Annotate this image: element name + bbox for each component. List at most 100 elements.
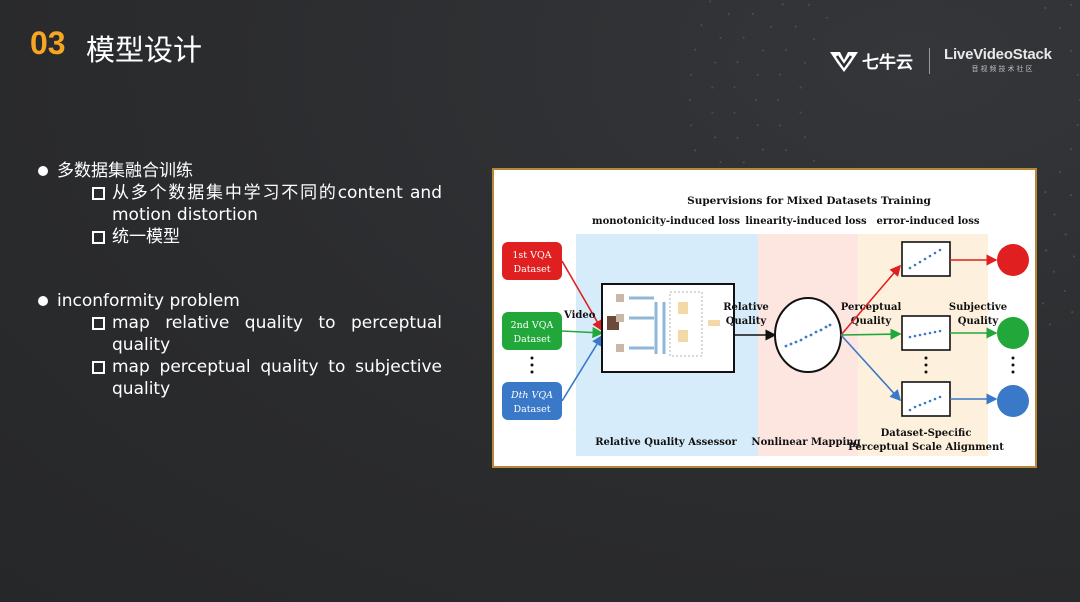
decorative-dot	[825, 16, 828, 19]
square-bullet-icon	[92, 231, 105, 244]
livevideostack-logo: LiveVideoStack	[944, 46, 1052, 63]
decorative-dot	[700, 24, 703, 27]
decorative-dot	[1053, 213, 1056, 216]
livevideostack-subtitle: 音视频技术社区	[971, 65, 1035, 73]
decorative-dot	[1041, 302, 1045, 305]
sub-bullet-text: 从多个数据集中学习不同的content and motion distortio…	[112, 183, 442, 225]
square-bullet-icon	[92, 317, 105, 330]
decorative-dot	[1059, 170, 1062, 173]
decorative-dot	[690, 124, 693, 127]
decorative-dot	[1044, 6, 1047, 9]
sub-bullet-text: map relative quality to perceptual quali…	[112, 313, 442, 355]
decorative-dot	[812, 38, 815, 41]
decorative-dot	[803, 61, 807, 64]
dataset-2-sublabel: Dataset	[513, 334, 550, 345]
sub-bullet-item: 统一模型	[92, 226, 442, 248]
subjective-circle-d	[997, 385, 1029, 417]
decorative-dot	[756, 73, 759, 77]
video-label: Video	[563, 310, 596, 321]
decorative-dot	[761, 148, 764, 151]
decorative-dot	[733, 111, 736, 114]
decorative-dot	[1071, 311, 1074, 314]
assessor-label: Relative Quality Assessor	[595, 437, 737, 448]
decorative-dot	[799, 111, 802, 114]
mixed-datasets-figure: Supervisions for Mixed Datasets Training…	[492, 168, 1037, 468]
decorative-dot	[742, 36, 745, 39]
sub-bullet-item: map relative quality to perceptual quali…	[92, 312, 442, 356]
decorative-dot	[1069, 49, 1073, 52]
decorative-dot	[694, 149, 697, 152]
decorative-dot	[784, 148, 788, 152]
decorative-dot	[736, 136, 739, 139]
qiniu-logo-text: 七牛云	[862, 52, 913, 73]
decorative-dot	[1076, 123, 1079, 127]
decorative-dot	[754, 98, 758, 102]
figure-canvas: Supervisions for Mixed Datasets Training…	[502, 195, 1029, 456]
relative-quality-label: Relative	[723, 302, 769, 313]
decorative-dot	[794, 25, 797, 28]
decorative-dot	[770, 25, 773, 28]
figure-title: Supervisions for Mixed Datasets Training	[687, 195, 931, 207]
decorative-dot	[1045, 249, 1048, 252]
bullet-dot-icon	[38, 166, 48, 176]
decorative-dot	[761, 49, 764, 52]
decorative-dot	[784, 48, 788, 52]
alignment-sublabel: Perceptual Scale Alignment	[848, 442, 1004, 453]
bullet-text: 多数据集融合训练	[57, 161, 193, 181]
decorative-dot	[714, 61, 717, 64]
decorative-dot	[688, 98, 692, 102]
sub-bullet-item: 从多个数据集中学习不同的content and motion distortio…	[92, 182, 442, 226]
dataset-d-box	[502, 382, 562, 420]
bullet-item: 多数据集融合训练	[38, 160, 442, 182]
decorative-dot	[1076, 73, 1079, 77]
decorative-dot	[1048, 323, 1052, 326]
sub-bullet-text: map perceptual quality to subjective qua…	[112, 357, 442, 399]
bullet-dot-icon	[38, 296, 48, 306]
subjective-quality-label: Subjective	[949, 302, 1007, 313]
decorative-dot	[742, 161, 745, 164]
decorative-dot	[719, 160, 722, 164]
nonlinear-mapping-circle	[774, 297, 842, 373]
decorative-dot	[711, 86, 714, 89]
bullet-list: 多数据集融合训练 从多个数据集中学习不同的content and motion …	[38, 160, 442, 400]
decorative-dot	[1069, 3, 1073, 6]
decorative-dot	[1063, 289, 1066, 292]
decorative-dot	[1069, 194, 1073, 197]
decorative-dot	[733, 86, 736, 89]
decorative-dot	[776, 98, 780, 102]
decorative-dot	[1069, 148, 1073, 151]
perceptual-quality-sublabel: Quality	[851, 316, 893, 327]
alignment-box-3	[901, 381, 951, 417]
decorative-dot	[736, 61, 739, 64]
alignment-box-1	[901, 241, 951, 277]
decorative-dot	[727, 13, 730, 16]
decorative-dot	[756, 123, 759, 127]
dataset-2-label: 2nd VQA	[511, 320, 554, 331]
decorative-dot	[1044, 191, 1047, 194]
sub-bullet-item: map perceptual quality to subjective qua…	[92, 356, 442, 400]
decorative-dot	[778, 124, 782, 127]
mapping-label: Nonlinear Mapping	[751, 437, 860, 448]
decorative-dot	[1072, 255, 1076, 258]
decorative-dot	[812, 159, 815, 162]
decorative-dot	[690, 73, 693, 76]
decorative-dot	[711, 111, 714, 114]
qiniu-logo: 七牛云	[830, 52, 913, 73]
square-bullet-icon	[92, 361, 105, 374]
square-bullet-icon	[92, 187, 105, 200]
dataset-d-sublabel: Dataset	[513, 404, 550, 415]
decorative-dot	[778, 73, 782, 76]
bullet-item: inconformity problem	[38, 290, 442, 312]
decorative-dot	[803, 136, 807, 139]
dataset-d-label: Dth VQA	[510, 390, 553, 401]
error-loss-label: error-induced loss	[877, 216, 980, 227]
decorative-dot	[709, 0, 712, 3]
decorative-dot	[714, 136, 717, 139]
decorative-dot	[751, 12, 754, 16]
decorative-dot	[807, 3, 811, 6]
decorative-dot	[719, 36, 722, 40]
decorative-dot	[1059, 27, 1062, 30]
dataset-1-box	[502, 242, 562, 280]
bullet-text: inconformity problem	[57, 291, 240, 311]
dataset-2-box	[502, 312, 562, 350]
